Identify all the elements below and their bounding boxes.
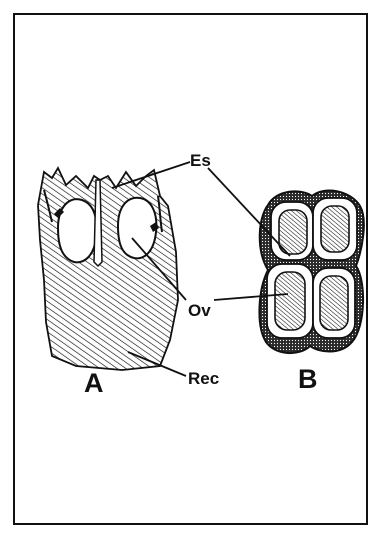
label-es: Es <box>190 152 211 169</box>
label-figure-a: A <box>84 370 104 397</box>
ovule-left <box>58 199 96 262</box>
central-column <box>94 180 102 266</box>
receptacle-body <box>38 168 178 370</box>
cell-core-top-right <box>321 206 349 252</box>
label-ov: Ov <box>188 302 211 319</box>
figure-b-cross-section <box>259 191 363 354</box>
cell-core-bottom-right <box>320 276 348 330</box>
ovule-right <box>118 198 156 259</box>
label-rec: Rec <box>188 370 219 387</box>
figure-a-receptacle <box>38 168 178 370</box>
cell-core-bottom-left <box>275 272 305 330</box>
label-figure-b: B <box>298 366 318 393</box>
